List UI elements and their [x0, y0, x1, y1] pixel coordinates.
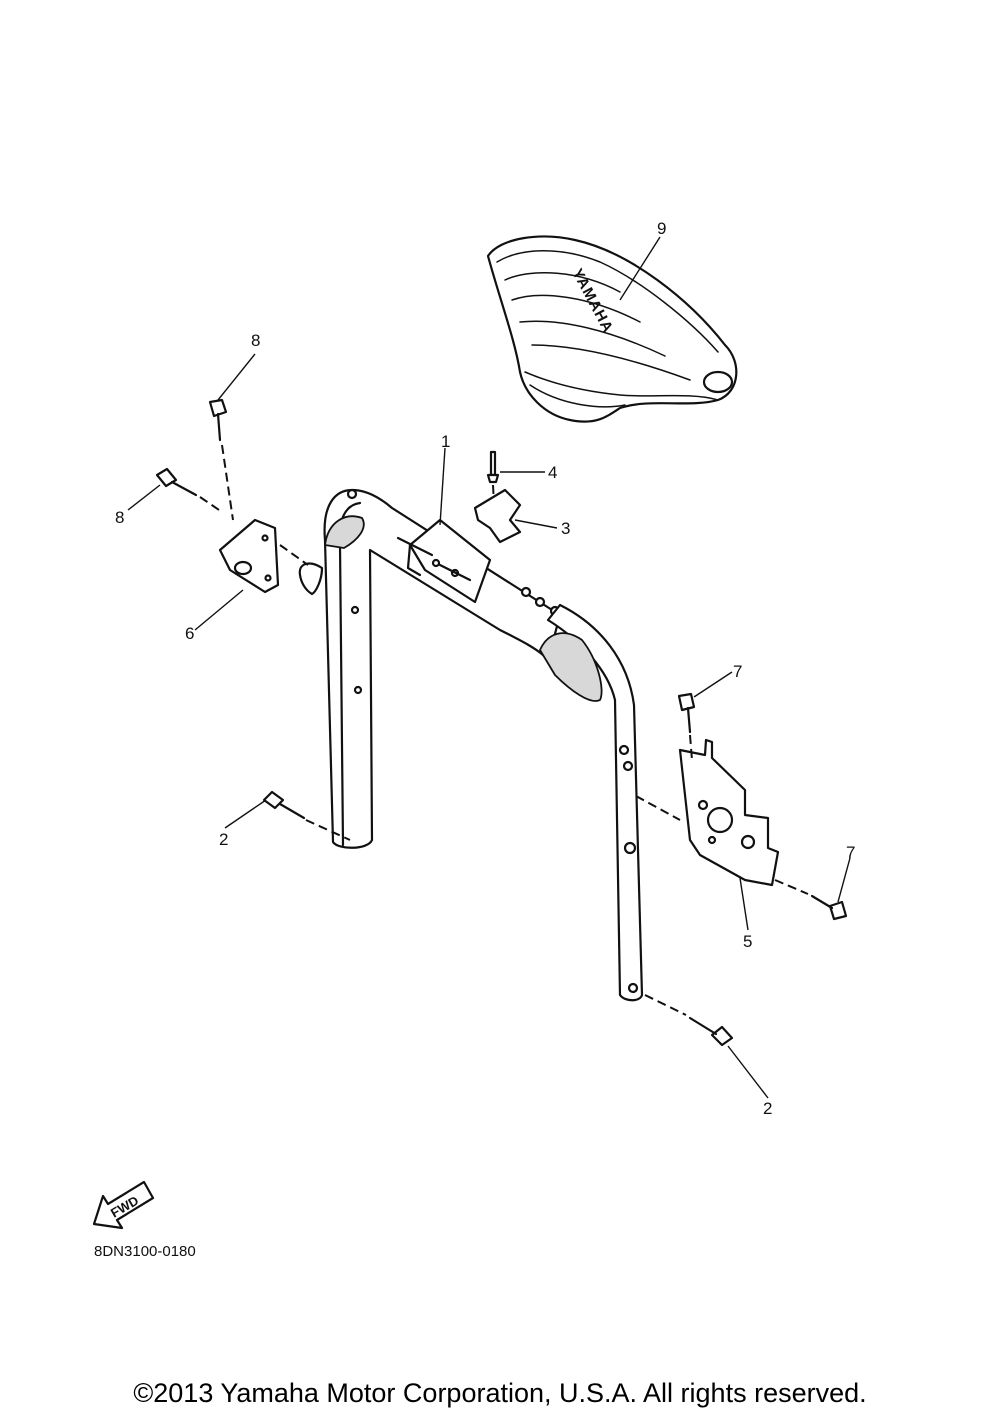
- callout-7-top: 7: [733, 662, 742, 681]
- callout-3: 3: [561, 519, 570, 538]
- drawing-code: 8DN3100-0180: [94, 1243, 196, 1260]
- bracket-part-6: [218, 518, 324, 596]
- assembly-dash-lines: [635, 795, 681, 821]
- callout-7-right: 7: [846, 843, 855, 862]
- bolt-part-8-left: [155, 467, 223, 513]
- callout-9: 9: [657, 219, 666, 238]
- callout-8-left: 8: [115, 508, 124, 527]
- fwd-arrow-icon: FWD: [92, 1180, 155, 1230]
- callout-8-top: 8: [251, 331, 260, 350]
- callout-2-left: 2: [219, 830, 228, 849]
- seat-part-9: YAMAHA: [486, 235, 738, 423]
- bracket-part-5: [678, 738, 780, 887]
- bolt-part-2-right: [644, 994, 734, 1047]
- handle-pole-part-1: [323, 488, 644, 1002]
- callout-4: 4: [548, 463, 557, 482]
- callout-2-right: 2: [763, 1099, 772, 1118]
- copyright-notice: ©2013 Yamaha Motor Corporation, U.S.A. A…: [133, 1378, 867, 1408]
- callout-numbers: 1 2 2 3 4 5 6 7 7 8 8 9: [115, 219, 855, 1118]
- bolt-part-8-top: [208, 398, 234, 521]
- bolt-part-7-top: [677, 692, 696, 761]
- bolt-part-7-right: [774, 879, 848, 921]
- bolt-part-2-left: [262, 790, 351, 841]
- leader-lines: [127, 236, 851, 1099]
- callout-5: 5: [743, 932, 752, 951]
- callout-1: 1: [441, 432, 450, 451]
- clip-part-3: [473, 488, 522, 544]
- callout-6: 6: [185, 624, 194, 643]
